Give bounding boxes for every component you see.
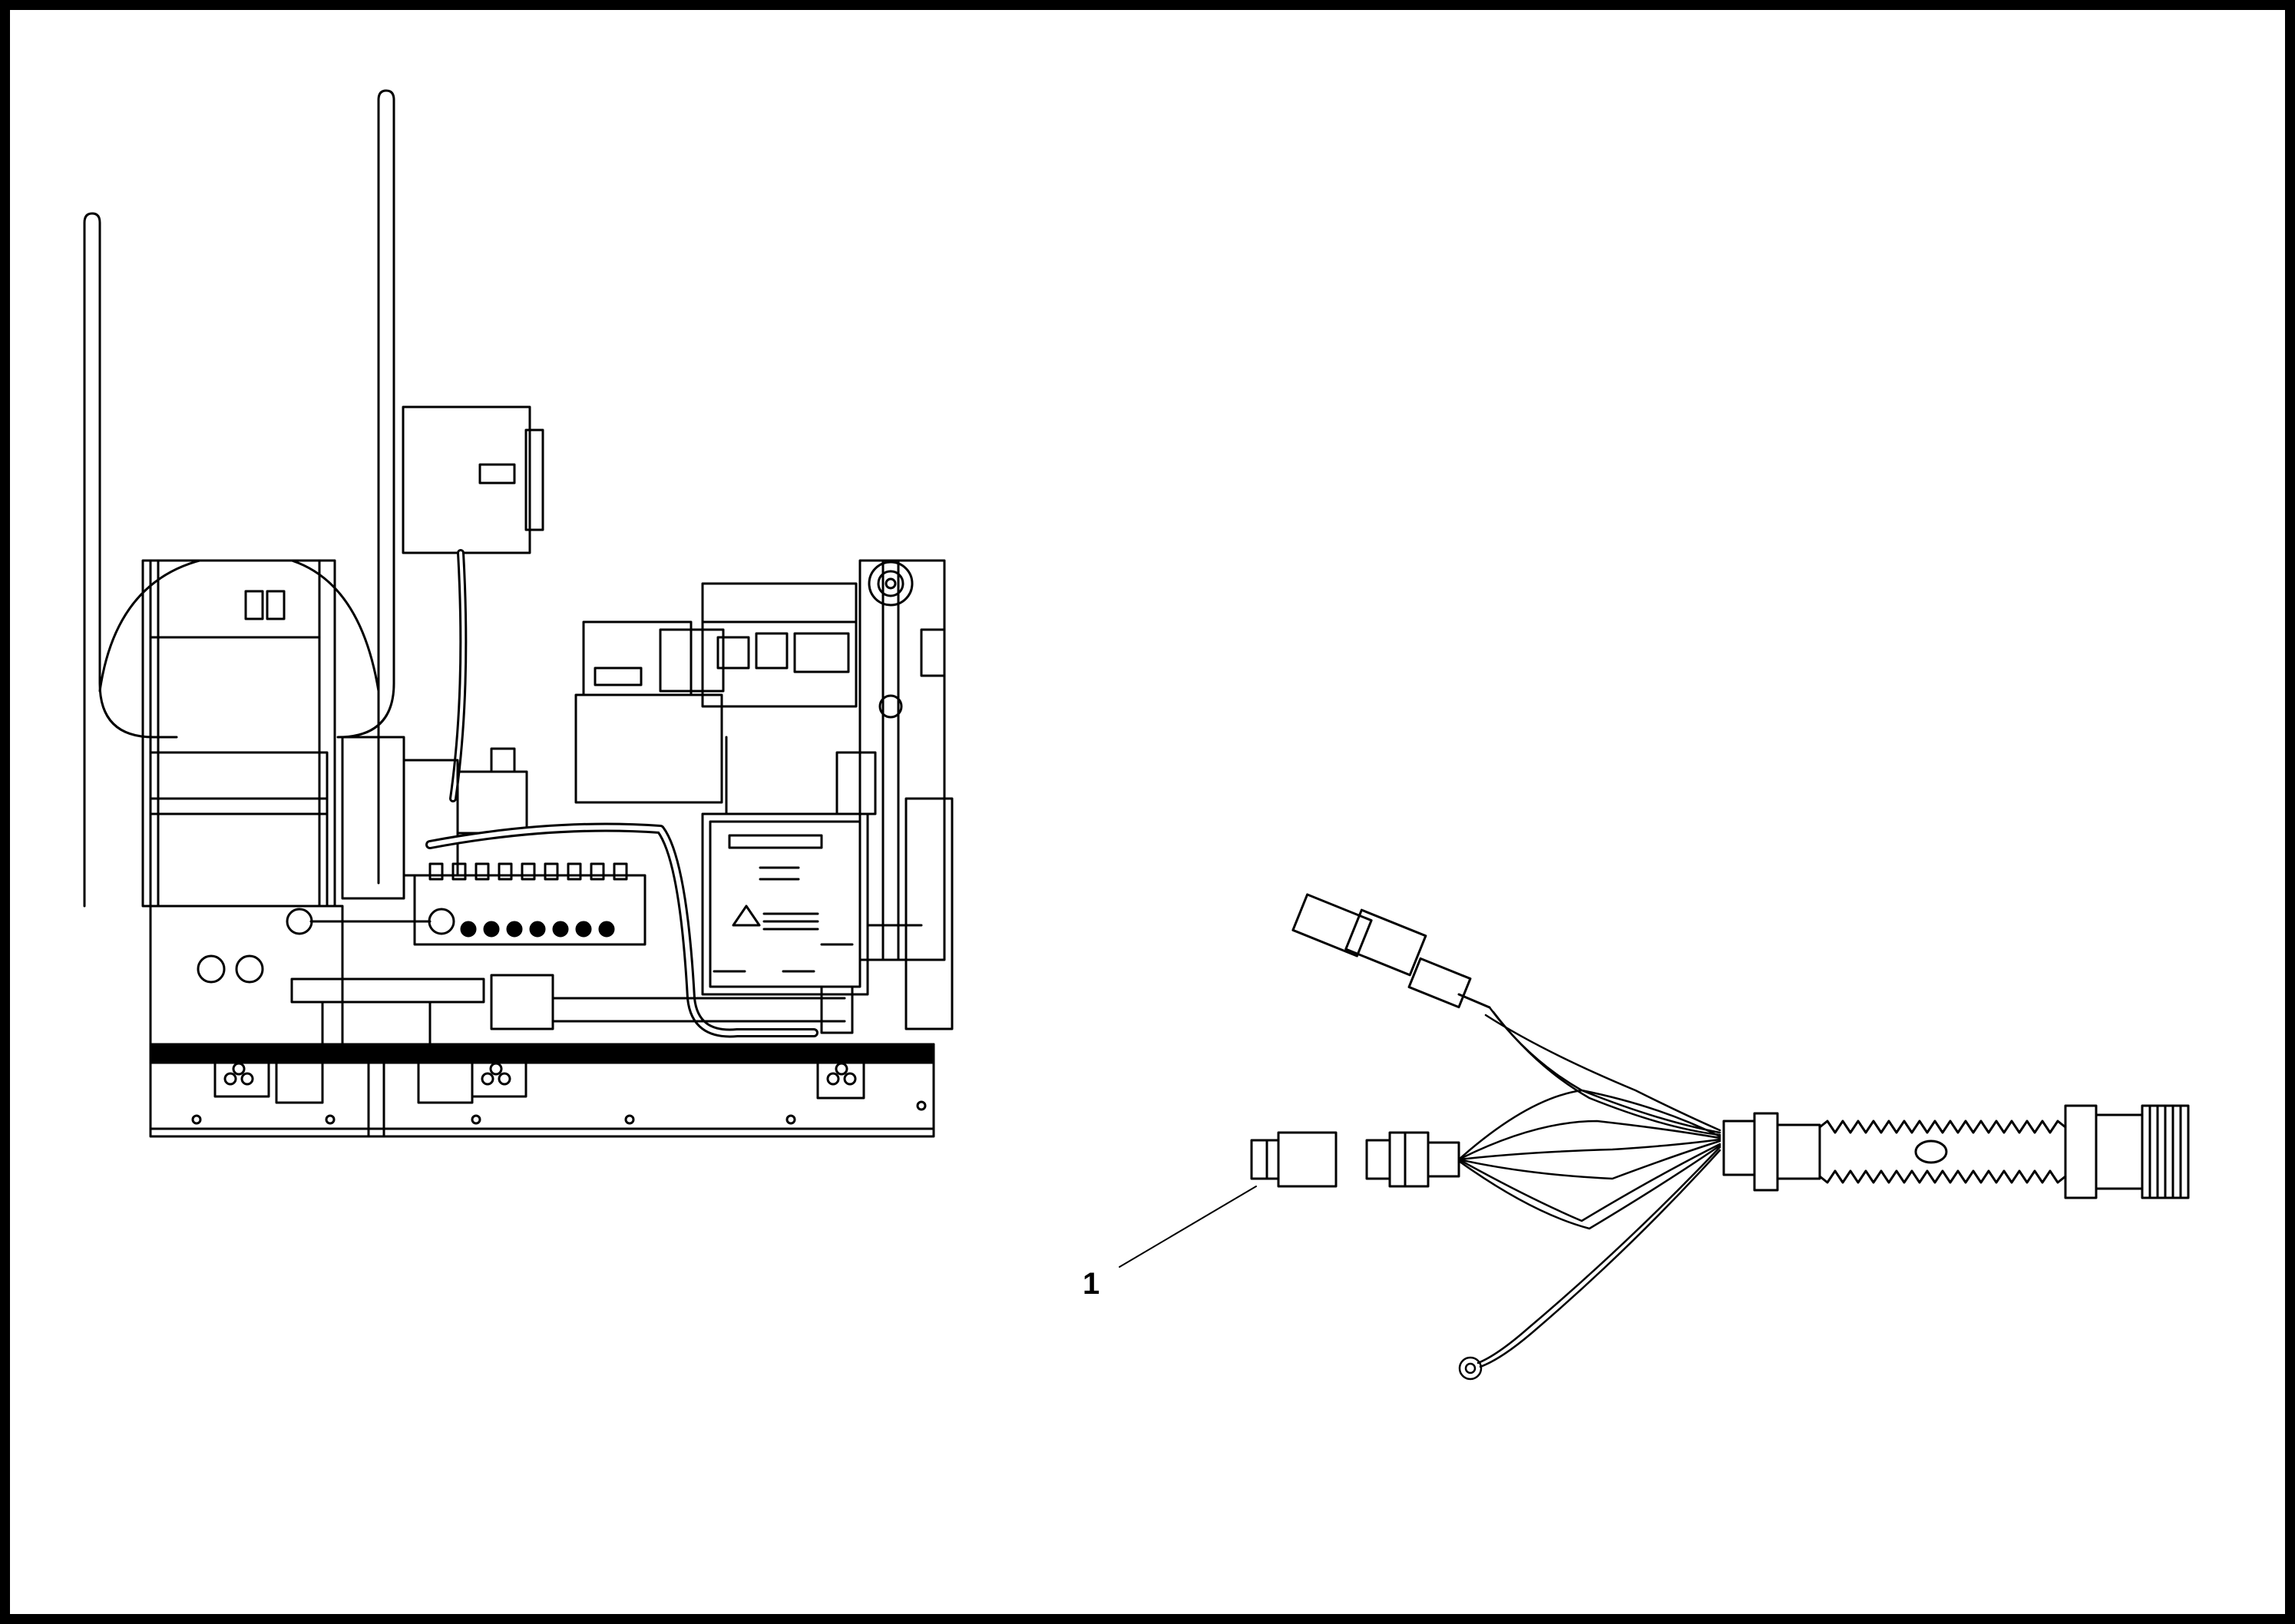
hose-assembly	[425, 822, 818, 1038]
callout-label: 1	[1083, 1267, 1100, 1301]
control-panel-box	[701, 812, 923, 996]
base-skid	[149, 1043, 935, 1138]
upper-enclosure	[402, 405, 544, 802]
harness-wires	[1457, 1006, 1721, 1381]
left-housing	[141, 559, 344, 1046]
harness-upper-connector	[1291, 893, 1491, 1009]
harness-mating-connector	[1365, 1131, 1460, 1188]
wiring-harness	[1250, 893, 2190, 1381]
callout-leader-line	[1119, 1186, 1257, 1268]
lifting-handles	[83, 89, 395, 908]
harness-connector-plug	[1250, 1131, 1338, 1188]
equipment-assembly	[83, 89, 954, 1138]
valve-bank	[286, 862, 854, 1046]
harness-conduit-assembly	[1722, 1104, 2190, 1199]
